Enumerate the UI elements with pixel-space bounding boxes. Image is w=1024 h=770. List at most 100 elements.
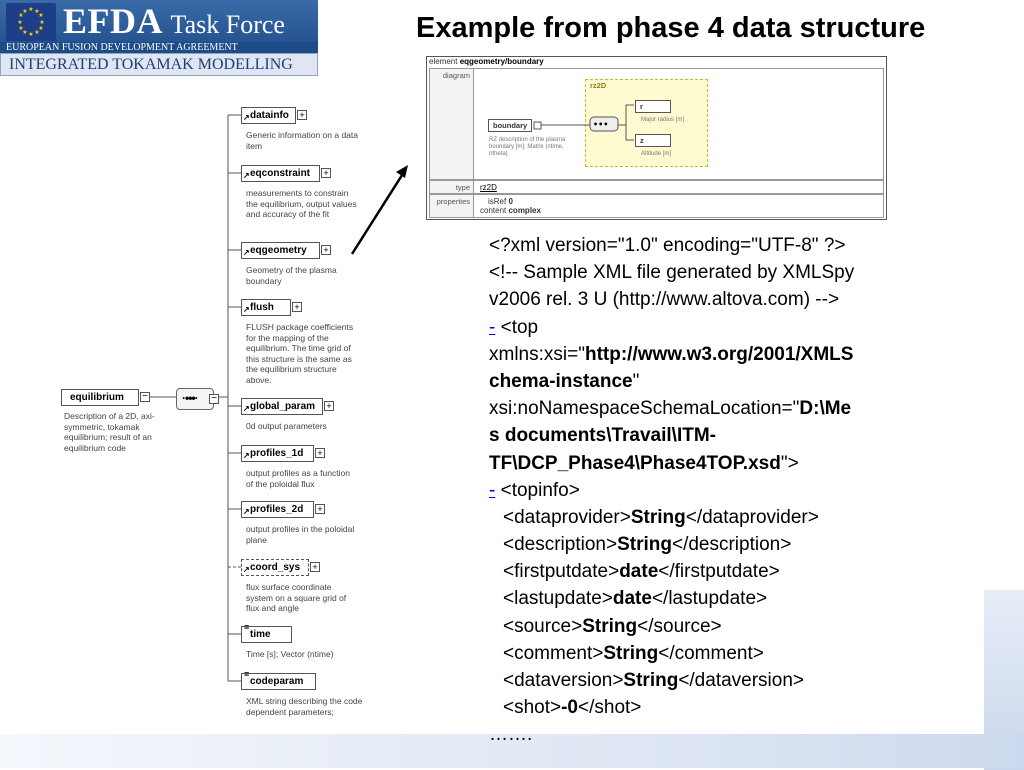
properties-row: properties isRef 0 content complex xyxy=(429,194,884,218)
xml-value: String xyxy=(617,534,672,556)
node-label: boundary xyxy=(493,121,528,130)
xml-tag: </dataversion> xyxy=(678,670,805,691)
schema-node-eqconstraint[interactable]: ↗eqconstraint + xyxy=(241,165,331,182)
node-description: output profiles in the poloidal plane xyxy=(246,524,355,545)
schema-node-r[interactable]: r xyxy=(635,100,671,113)
collapse-icon[interactable]: − xyxy=(209,394,219,404)
node-description: Generic information on a data item xyxy=(246,130,358,151)
xml-schema-location-line-2: s documents\Travail\ITM- xyxy=(489,422,939,449)
xml-xmlns-line: xmlns:xsi="http://www.w3.org/2001/XMLS xyxy=(489,341,939,368)
schema-node-equilibrium[interactable]: equilibrium − xyxy=(61,389,150,406)
node-description: XML string describing the code dependent… xyxy=(246,696,363,717)
isref-property: isRef 0 xyxy=(480,197,541,206)
node-description: Altitude [m] xyxy=(641,151,672,157)
xml-value: TF\DCP_Phase4\Phase4TOP.xsd xyxy=(489,452,781,474)
property-value: 0 xyxy=(508,197,513,206)
xml-comment-line-1: <!-- Sample XML file generated by XMLSpy xyxy=(489,262,855,284)
content-property: content complex xyxy=(480,206,541,215)
type-row: type rz2D xyxy=(429,180,884,194)
xml-tag: <description> xyxy=(503,534,618,556)
collapse-toggle-link[interactable]: - xyxy=(489,316,496,338)
background-decoration-bottom xyxy=(0,734,1024,768)
xml-text: " xyxy=(632,370,640,392)
xml-shot: <shot>-0</shot> xyxy=(489,694,939,721)
sequence-icon: ·•••· xyxy=(182,391,199,405)
property-value: complex xyxy=(508,206,541,215)
expand-icon[interactable]: + xyxy=(310,562,320,572)
schema-node-boundary[interactable]: boundary xyxy=(488,119,532,132)
xml-value: -0 xyxy=(561,697,579,719)
type-link[interactable]: rz2D xyxy=(480,183,497,192)
expand-icon[interactable]: + xyxy=(321,168,331,178)
schema-node-global-param[interactable]: ↗global_param+ xyxy=(241,398,334,415)
eu-flag-icon: ★★★ ★★★ ★★★ ★★★ xyxy=(6,3,56,41)
node-description: Description of a 2D, axi-symmetric, toka… xyxy=(64,411,155,453)
reference-arrow-icon: ↗ xyxy=(243,565,250,574)
xml-comment: <comment>String</comment> xyxy=(489,640,939,667)
xml-value: String xyxy=(630,506,686,528)
svg-text:★: ★ xyxy=(38,12,43,19)
expand-icon[interactable]: + xyxy=(297,110,307,120)
node-description: Major radius [m] xyxy=(641,117,685,123)
element-name: eqgeometry/boundary xyxy=(459,57,544,66)
xml-value: s documents\Travail\ITM- xyxy=(489,425,716,447)
reference-arrow-icon: ↗ xyxy=(243,171,250,180)
node-label: eqconstraint xyxy=(250,168,311,179)
collapse-icon[interactable]: − xyxy=(140,392,150,402)
xml-topinfo-open: - <topinfo> xyxy=(489,477,939,504)
node-label: eqgeometry xyxy=(250,245,307,256)
svg-text:★: ★ xyxy=(17,19,22,26)
xml-tag: <comment> xyxy=(503,642,604,664)
xml-text: <top xyxy=(495,316,539,338)
xml-tag: <source> xyxy=(503,615,583,637)
node-description: 0d output parameters xyxy=(246,421,327,431)
node-label: codeparam xyxy=(250,676,304,687)
schema-node-flush[interactable]: ↗flush + xyxy=(241,299,302,316)
schema-node-datainfo[interactable]: ↗datainfo+ xyxy=(241,107,307,124)
diagram-row: diagram rz2D r Major radius [m] z Altitu… xyxy=(429,68,884,180)
node-description: Time [s]; Vector (ntime) xyxy=(246,649,334,659)
node-description: measurements to constrain the equilibriu… xyxy=(246,188,357,219)
schema-node-profiles-2d[interactable]: ↗profiles_2d+ xyxy=(241,501,325,518)
text-element-icon: ≡ xyxy=(244,669,249,679)
expand-icon[interactable]: + xyxy=(321,245,331,255)
expand-icon[interactable]: + xyxy=(324,401,334,411)
node-label: flush xyxy=(250,302,274,313)
schema-node-coord-sys[interactable]: ↗coord_sys+ xyxy=(241,559,320,576)
xml-text: xsi:noNamespaceSchemaLocation=" xyxy=(489,398,800,420)
svg-text:★: ★ xyxy=(22,8,27,15)
type-group-label: rz2D xyxy=(590,81,607,90)
svg-text:★: ★ xyxy=(22,29,27,36)
xml-tag: <lastupdate> xyxy=(503,588,613,610)
xml-tag: </shot> xyxy=(578,697,642,719)
xml-tag: </description> xyxy=(671,534,792,556)
node-label: r xyxy=(640,102,643,111)
schema-node-eqgeometry[interactable]: ↗eqgeometry+ xyxy=(241,242,331,259)
schema-node-time[interactable]: ≡time xyxy=(241,622,292,643)
logo-suffix-text: Task Force xyxy=(170,10,285,39)
schema-node-codeparam[interactable]: ≡codeparam xyxy=(241,669,316,690)
xml-value: String xyxy=(623,670,679,691)
logo-main-text: EFDA xyxy=(63,1,162,41)
xml-tag: </source> xyxy=(637,615,722,637)
expand-icon[interactable]: + xyxy=(315,448,325,458)
svg-text:★: ★ xyxy=(18,12,23,19)
slide-title: Example from phase 4 data structure xyxy=(416,12,926,44)
efda-logo: ★★★ ★★★ ★★★ ★★★ EFDA Task Force EUROPEAN… xyxy=(0,0,318,76)
xml-tag: <dataprovider> xyxy=(503,506,631,528)
schema-node-z[interactable]: z xyxy=(635,134,671,147)
expand-icon[interactable]: + xyxy=(292,302,302,312)
xml-dataprovider: <dataprovider>String</dataprovider> xyxy=(489,504,939,531)
reference-arrow-icon: ↗ xyxy=(243,305,250,314)
expand-icon[interactable]: + xyxy=(315,504,325,514)
text-element-icon: ≡ xyxy=(244,622,249,632)
node-description: RZ description of the plasma boundary [m… xyxy=(489,137,566,157)
xml-value: String xyxy=(582,615,638,637)
reference-arrow-icon: ↗ xyxy=(243,404,250,413)
reference-arrow-icon: ↗ xyxy=(243,507,250,516)
collapse-toggle-link[interactable]: - xyxy=(489,479,496,501)
svg-text:•••: ••• xyxy=(593,120,608,129)
schema-node-profiles-1d[interactable]: ↗profiles_1d+ xyxy=(241,445,325,462)
sequence-compositor[interactable]: ·•••· − xyxy=(176,388,219,410)
node-label: time xyxy=(250,629,271,640)
